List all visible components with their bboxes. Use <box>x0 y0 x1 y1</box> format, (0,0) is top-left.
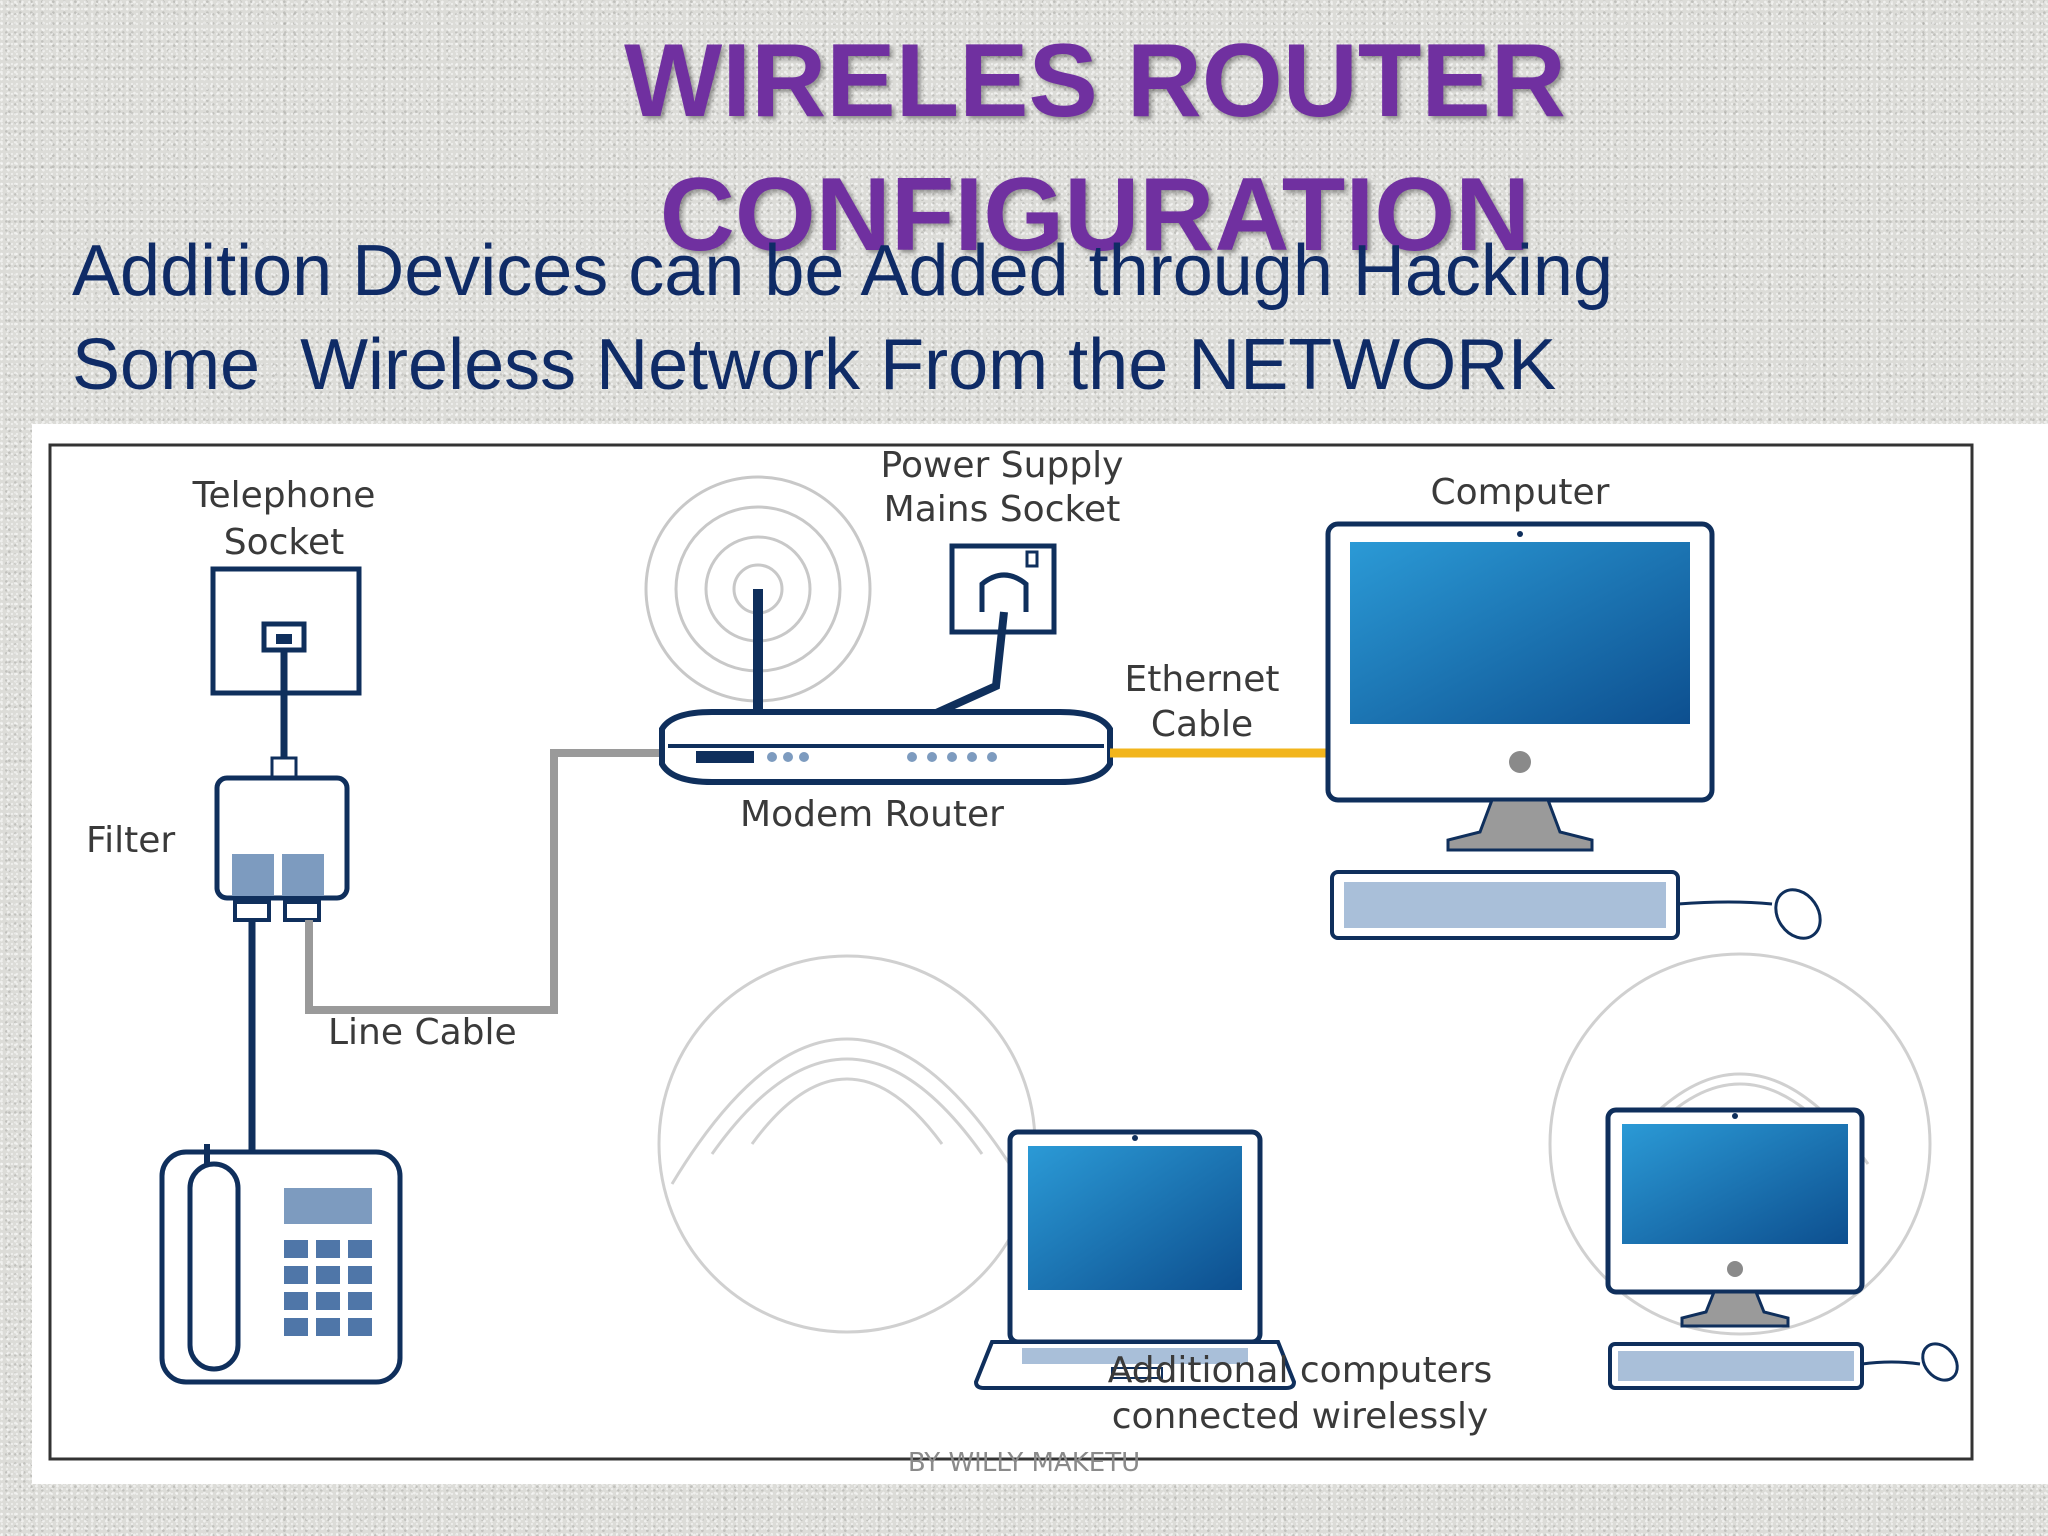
laptop-icon <box>973 1129 1297 1390</box>
label-computer: Computer <box>1431 472 1610 513</box>
label-line-cable: Line Cable <box>328 1012 517 1053</box>
filter-icon <box>214 775 350 922</box>
network-diagram: Telephone Socket Power Supply Mains Sock… <box>32 424 2048 1484</box>
label-modem-router: Modem Router <box>740 794 1004 835</box>
title-line-1: WIRELES ROUTER <box>624 23 1566 139</box>
label-power-supply-1: Power Supply <box>881 445 1124 486</box>
slide-title: WIRELES ROUTER CONFIGURATION <box>0 14 2048 282</box>
label-telephone-socket-1: Telephone <box>192 475 376 516</box>
label-filter: Filter <box>86 820 175 861</box>
line-cable <box>305 749 664 1014</box>
label-additional-1: Additional computers <box>1108 1350 1493 1391</box>
label-additional-2: connected wirelessly <box>1112 1396 1489 1437</box>
second-computer-icon <box>1605 1107 1959 1390</box>
label-telephone-socket-2: Socket <box>224 522 345 563</box>
computer-icon <box>1325 521 1822 940</box>
power-cable <box>932 611 1008 718</box>
label-ethernet-2: Cable <box>1151 704 1253 745</box>
label-power-supply-2: Mains Socket <box>884 489 1121 530</box>
label-ethernet-1: Ethernet <box>1124 659 1279 700</box>
footer-author: BY WILLY MAKETU <box>907 1448 1141 1478</box>
diagram-frame <box>48 443 1974 1461</box>
telephone-icon <box>159 1144 403 1385</box>
title-line-2: CONFIGURATION <box>659 157 1531 273</box>
network-diagram-svg: Telephone Socket Power Supply Mains Sock… <box>48 443 1974 1461</box>
laptop-wifi-signal-icon <box>657 954 1037 1334</box>
slide-subtitle: Addition Devices can be Added through Ha… <box>72 231 1614 405</box>
modem-router-icon <box>659 709 1113 785</box>
